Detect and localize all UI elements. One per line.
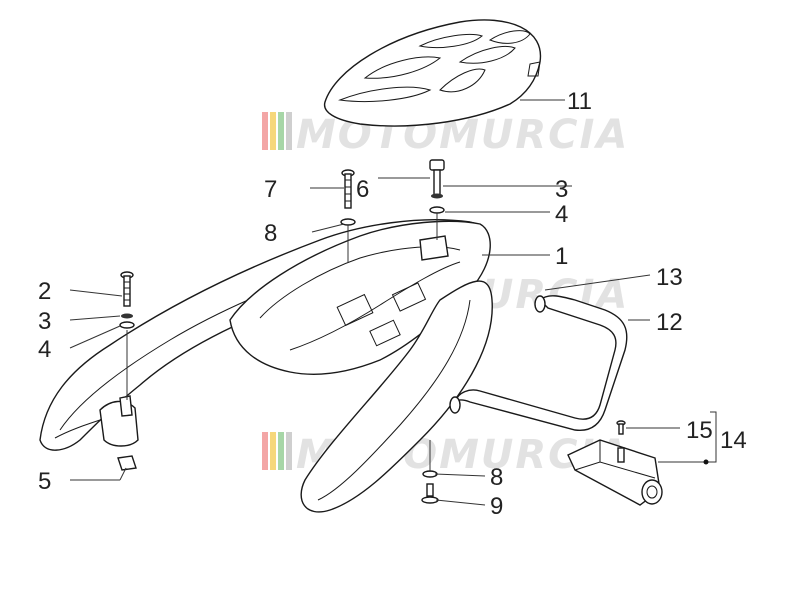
washer-part bbox=[119, 321, 135, 329]
nut-part bbox=[121, 313, 133, 319]
seat-pad-part bbox=[323, 19, 542, 127]
callout-7: 7 bbox=[264, 176, 277, 203]
callout-11: 11 bbox=[567, 88, 592, 115]
callout-5: 5 bbox=[38, 468, 51, 495]
callout-13: 13 bbox=[656, 264, 683, 291]
washer-part bbox=[429, 206, 445, 214]
nut-part bbox=[431, 193, 443, 199]
callout-1: 1 bbox=[555, 243, 568, 270]
bolt-part bbox=[429, 159, 445, 197]
callout-8-top: 8 bbox=[264, 220, 277, 247]
callout-12: 12 bbox=[656, 309, 683, 336]
grab-bar-part bbox=[449, 295, 628, 432]
callout-2: 2 bbox=[38, 278, 51, 305]
callout-3-left: 3 bbox=[38, 308, 51, 335]
callout-3-right: 3 bbox=[555, 176, 568, 203]
screw-part bbox=[120, 271, 134, 307]
callout-9: 9 bbox=[490, 493, 503, 520]
leader-lines bbox=[69, 99, 717, 506]
luggage-rack-part bbox=[39, 219, 493, 513]
callout-8-bottom: 8 bbox=[490, 464, 503, 491]
screw-part bbox=[341, 169, 355, 209]
callout-15: 15 bbox=[686, 417, 713, 444]
clip-part bbox=[117, 455, 137, 471]
screw-part bbox=[421, 483, 439, 504]
bracket-assembly-part bbox=[567, 439, 663, 506]
screw-part bbox=[616, 420, 626, 435]
callout-4-right: 4 bbox=[555, 201, 568, 228]
callout-4-left: 4 bbox=[38, 336, 51, 363]
callout-14: 14 bbox=[720, 427, 747, 454]
callout-6: 6 bbox=[356, 176, 369, 203]
